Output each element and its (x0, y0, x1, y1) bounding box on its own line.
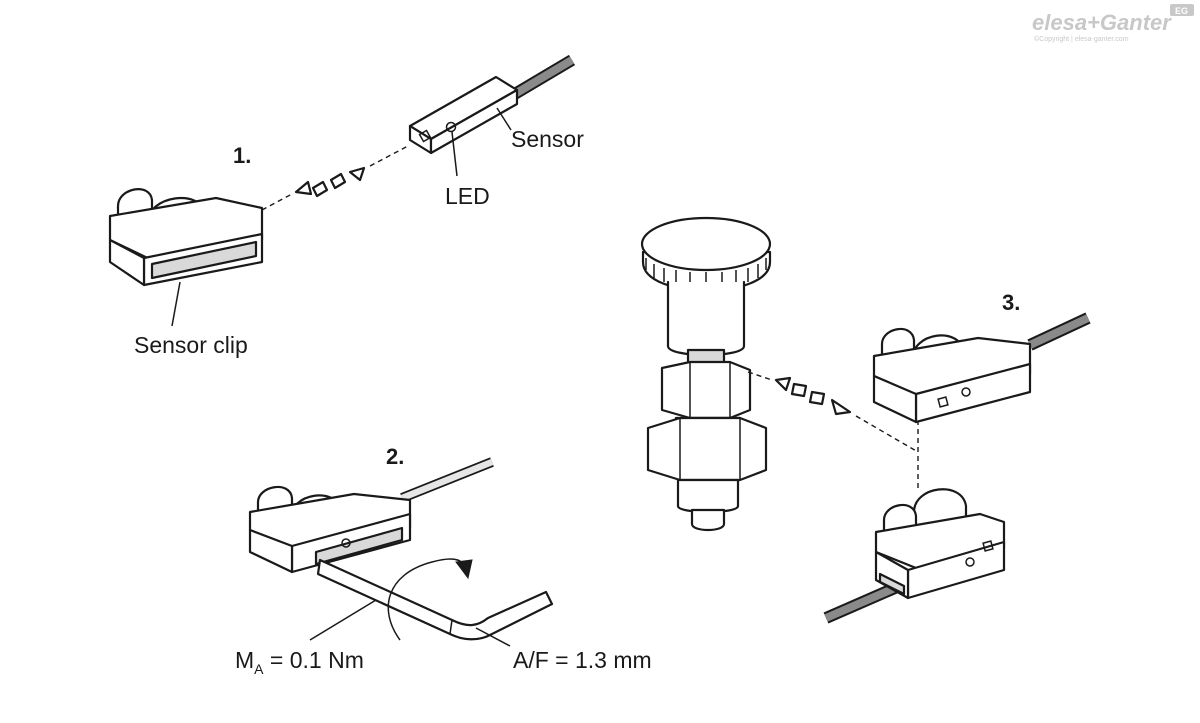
step-3-number: 3. (1002, 290, 1020, 315)
led-leader-line (451, 131, 458, 177)
elesa-ganter-logo: elesa+Ganter EG ©Copyright | elesa-gante… (1032, 4, 1194, 43)
svg-text:elesa+Ganter: elesa+Ganter (1032, 10, 1172, 35)
indexing-plunger (640, 216, 772, 532)
led-label: LED (445, 183, 490, 209)
clip-with-sensor-step2 (248, 457, 494, 574)
hex-key (316, 558, 554, 641)
across-flats-leader-line (475, 627, 511, 647)
svg-text:EG: EG (1175, 6, 1188, 16)
clip-with-sensor-step3-upper (872, 312, 1091, 424)
svg-text:©Copyright | elesa-ganter.com: ©Copyright | elesa-ganter.com (1034, 35, 1129, 43)
sensor-leader-line (496, 107, 512, 131)
across-flats-label: A/F = 1.3 mm (513, 647, 652, 673)
clip-with-sensor-step3-lower (823, 488, 1006, 624)
sensor-label: Sensor (511, 126, 584, 152)
insertion-guide-arrows (261, 145, 409, 211)
rotation-arrow (387, 558, 473, 641)
step-2-number: 2. (386, 444, 404, 469)
torque-label: MA = 0.1 Nm (235, 647, 364, 677)
step-1-number: 1. (233, 143, 251, 168)
sensor-clip-label: Sensor clip (134, 332, 248, 358)
insertion-guide-arrows-step3 (747, 371, 919, 492)
sensor-clip (108, 188, 264, 287)
sensor-clip-leader-line (171, 281, 181, 327)
torque-leader-line (309, 599, 377, 641)
